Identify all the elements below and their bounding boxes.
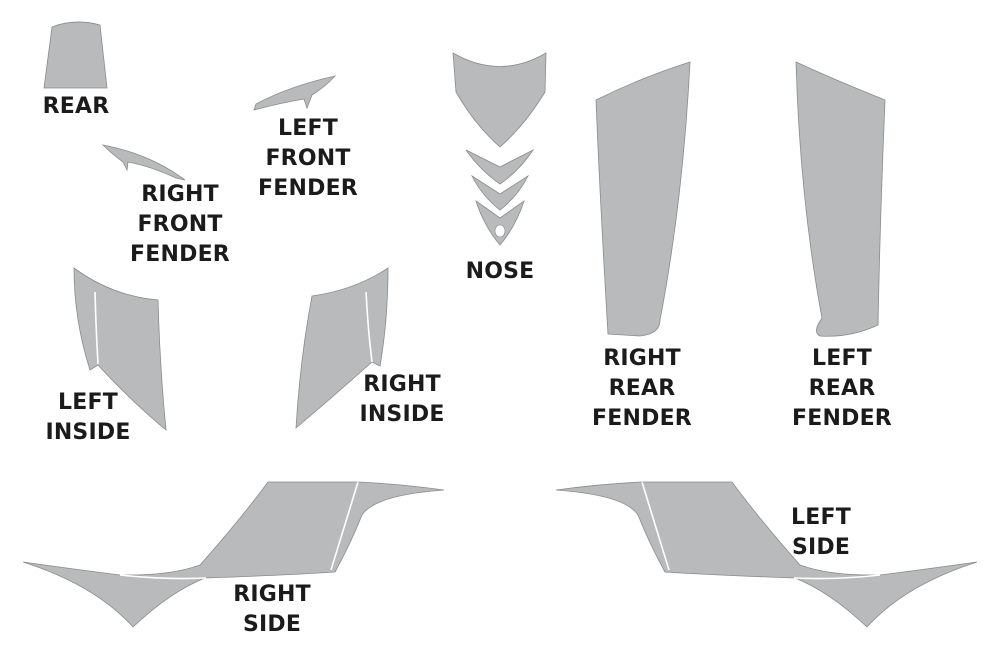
right-side-label: RIGHT SIDE [222,580,322,640]
nose-piece[interactable] [452,52,547,246]
nose-label-line-1: NOSE [465,259,535,284]
left-inside-label: LEFT INSIDE [34,388,142,448]
rear-label: REAR [38,92,114,122]
left-inside-label-line-1: LEFT [58,390,118,415]
left-rear-fender-label-line-1: LEFT [812,346,872,371]
right-front-fender-piece[interactable] [101,144,186,181]
right-inside-label-line-1: RIGHT [363,372,441,397]
right-inside-label: RIGHT INSIDE [348,370,456,430]
left-side-label: LEFT SIDE [776,503,866,563]
left-front-fender-label-line-3: FENDER [258,176,358,201]
right-rear-fender-piece[interactable] [595,61,691,337]
left-side-label-line-1: LEFT [791,505,851,530]
left-front-fender-label-line-2: FRONT [265,146,351,171]
right-rear-fender-label-line-1: RIGHT [603,346,681,371]
left-front-fender-piece[interactable] [253,75,337,111]
right-rear-fender-label-line-3: FENDER [592,406,692,431]
right-inside-label-line-2: INSIDE [359,402,445,427]
left-inside-piece[interactable] [73,267,167,431]
right-front-fender-label: RIGHT FRONT FENDER [118,180,242,270]
left-rear-fender-label-line-3: FENDER [792,406,892,431]
right-front-fender-label-line-1: RIGHT [141,182,219,207]
left-rear-fender-label-line-2: REAR [808,376,876,401]
right-side-piece[interactable] [22,481,445,628]
left-rear-fender-piece[interactable] [795,61,886,337]
left-side-label-line-2: SIDE [791,535,851,560]
right-rear-fender-label: RIGHT REAR FENDER [580,344,704,434]
right-front-fender-label-line-3: FENDER [130,242,230,267]
right-front-fender-label-line-2: FRONT [137,212,223,237]
right-inside-piece[interactable] [295,267,389,429]
left-front-fender-label-line-1: LEFT [278,116,338,141]
right-side-label-line-1: RIGHT [233,582,311,607]
left-rear-fender-label: LEFT REAR FENDER [780,344,904,434]
left-inside-label-line-2: INSIDE [45,420,131,445]
left-side-piece[interactable] [555,481,978,628]
right-side-label-line-2: SIDE [242,612,302,637]
nose-label: NOSE [450,257,550,287]
rear-piece[interactable] [43,21,108,89]
left-front-fender-label: LEFT FRONT FENDER [246,114,370,204]
rear-label-line-1: REAR [42,94,110,119]
right-rear-fender-label-line-2: REAR [608,376,676,401]
